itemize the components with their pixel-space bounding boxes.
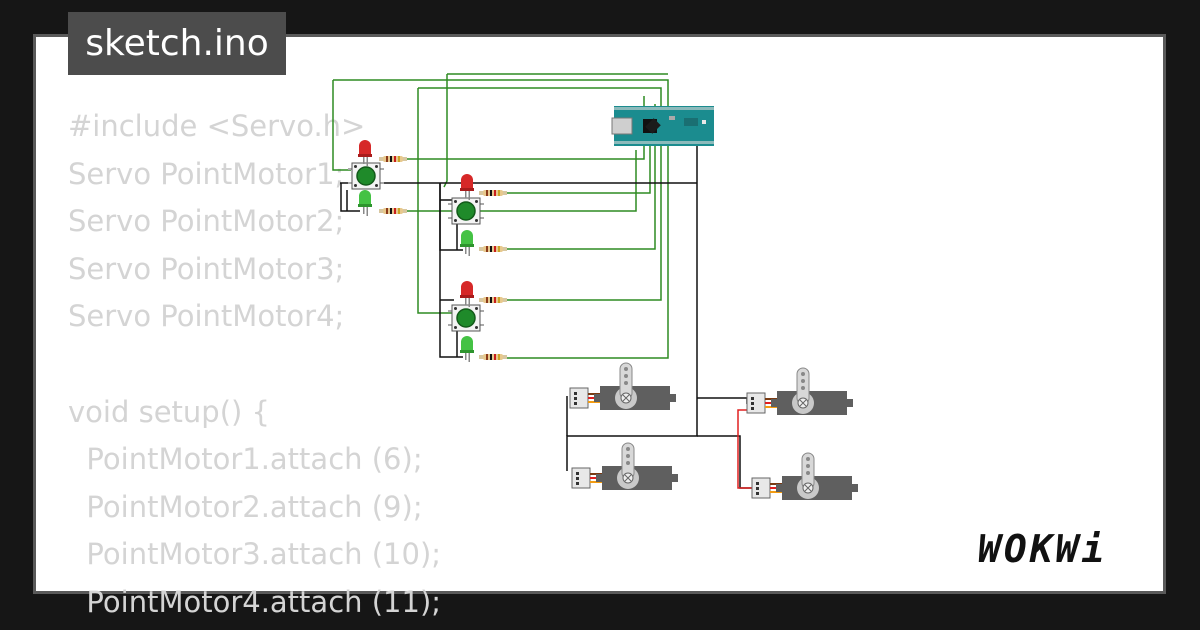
code-line: Servo PointMotor3;	[68, 251, 345, 286]
push-button-icon[interactable]	[447, 304, 485, 332]
code-line: PointMotor4.attach (11);	[68, 584, 442, 619]
canvas-card: #include <Servo.h> Servo PointMotor1; Serv…	[33, 34, 1166, 619]
arduino-nano-icon[interactable]	[611, 106, 714, 146]
servo-motor-icon[interactable]	[751, 452, 859, 501]
wokwi-logo[interactable]: WOKWi	[978, 527, 1108, 571]
code-line: PointMotor2.attach (9);	[68, 489, 423, 524]
resistor-icon[interactable]	[479, 246, 507, 252]
code-line: Servo PointMotor1;	[68, 156, 345, 191]
resistor-icon[interactable]	[479, 190, 507, 196]
green-led-icon[interactable]	[460, 230, 474, 256]
red-led-icon[interactable]	[358, 140, 372, 166]
servo-motor-icon[interactable]	[571, 442, 679, 491]
servo-motor-icon[interactable]	[569, 362, 677, 411]
file-tab[interactable]: sketch.ino	[68, 12, 286, 75]
resistor-icon[interactable]	[479, 297, 507, 303]
resistor-icon[interactable]	[379, 156, 407, 162]
code-line: Servo PointMotor4;	[68, 299, 345, 334]
code-line: Servo PointMotor2;	[68, 204, 345, 239]
code-line: #include <Servo.h>	[68, 109, 366, 143]
push-button-icon[interactable]	[347, 162, 385, 190]
push-button-icon[interactable]	[447, 197, 485, 225]
servo-motor-icon[interactable]	[746, 367, 854, 416]
green-led-icon[interactable]	[358, 190, 372, 216]
black-wires	[340, 140, 755, 489]
resistor-icon[interactable]	[479, 354, 507, 360]
resistor-icon[interactable]	[379, 208, 407, 214]
green-led-icon[interactable]	[460, 336, 474, 362]
code-line: void setup() {	[68, 394, 270, 429]
code-line: PointMotor1.attach (6);	[68, 442, 423, 477]
code-line: PointMotor3.attach (10);	[68, 537, 442, 572]
red-led-icon[interactable]	[460, 281, 474, 307]
code-preview: #include <Servo.h> Servo PointMotor1; Serv…	[68, 103, 441, 627]
red-led-icon[interactable]	[460, 174, 474, 200]
